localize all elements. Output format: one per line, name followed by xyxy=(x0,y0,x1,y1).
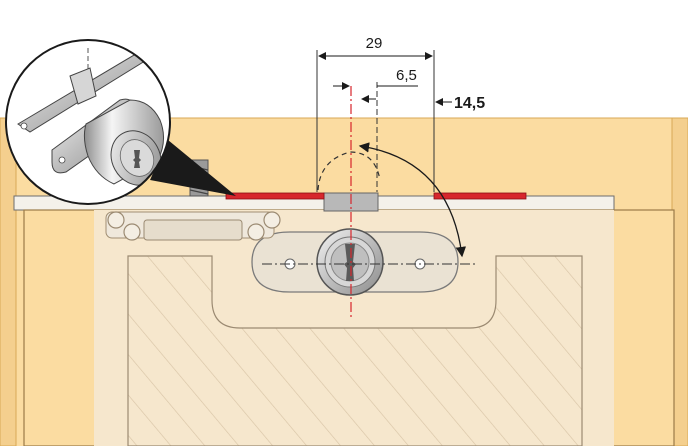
dimension-14-5-label: 14,5 xyxy=(454,95,485,112)
rotation-arrow-icon xyxy=(358,142,467,258)
dimension-29-label: 29 xyxy=(366,35,383,52)
strike-plate-left xyxy=(225,192,325,200)
dimension-6-5-label: 6,5 xyxy=(396,67,417,84)
lock-cylinder xyxy=(316,228,384,296)
cabinet-left-side xyxy=(0,117,17,446)
keyhole-icon xyxy=(344,244,356,281)
strike-plate-right xyxy=(433,192,527,200)
cylinder-lock-detail-icon xyxy=(5,39,171,205)
drawer-slide xyxy=(105,211,281,241)
leader-wedge xyxy=(150,140,236,196)
drawer-hatched-panel xyxy=(127,255,583,446)
